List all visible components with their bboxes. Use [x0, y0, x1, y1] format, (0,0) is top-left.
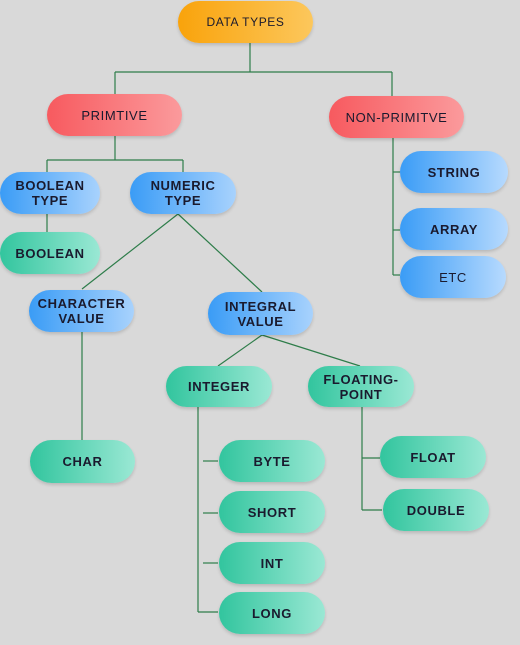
node-character-value: CHARACTER VALUE	[29, 290, 134, 332]
node-byte: BYTE	[219, 440, 325, 482]
node-non-primitive: NON-PRIMITVE	[329, 96, 464, 138]
node-integer: INTEGER	[166, 366, 272, 407]
node-short: SHORT	[219, 491, 325, 533]
node-etc: ETC	[400, 256, 506, 298]
node-int: INT	[219, 542, 325, 584]
connector	[81, 213, 179, 290]
node-floating-point: FLOATING- POINT	[308, 366, 414, 407]
connector	[177, 213, 263, 293]
node-array: ARRAY	[400, 208, 508, 250]
node-numeric-type: NUMERIC TYPE	[130, 172, 236, 214]
node-boolean-type: BOOLEAN TYPE	[0, 172, 100, 214]
node-integral-value: INTEGRAL VALUE	[208, 292, 313, 335]
node-double: DOUBLE	[383, 489, 489, 531]
node-char: CHAR	[30, 440, 135, 483]
node-float: FLOAT	[380, 436, 486, 478]
node-primitive: PRIMTIVE	[47, 94, 182, 136]
node-boolean: BOOLEAN	[0, 232, 100, 274]
node-string: STRING	[400, 151, 508, 193]
node-long: LONG	[219, 592, 325, 634]
connector	[261, 334, 361, 367]
connector	[217, 334, 263, 367]
node-data-types: DATA TYPES	[178, 1, 313, 43]
